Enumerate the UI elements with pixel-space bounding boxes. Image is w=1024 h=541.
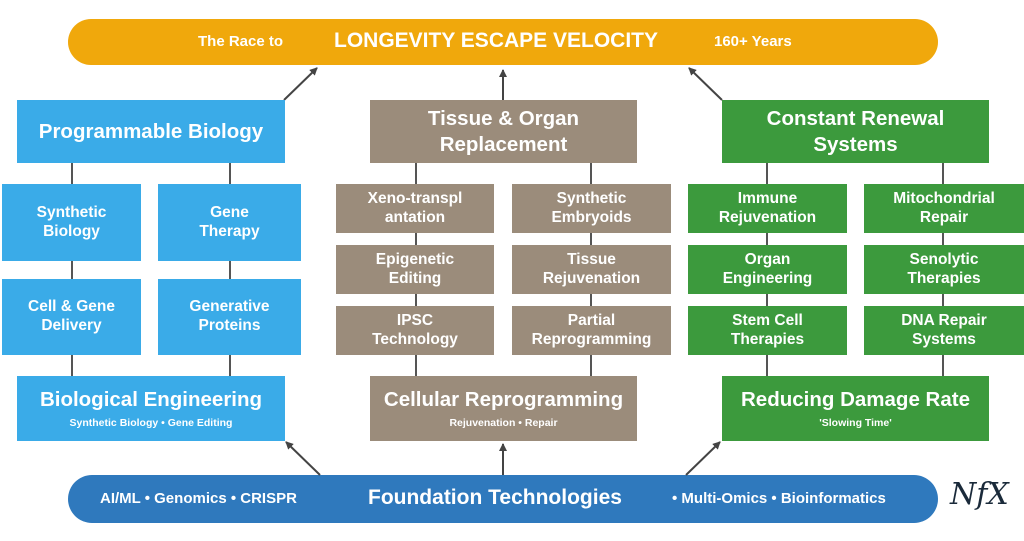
dna-repair-systems-box: DNA Repair Systems — [864, 306, 1024, 355]
constant-renewal-header: Constant Renewal Systems — [722, 100, 989, 163]
cellular-reprogramming-footer: Cellular Reprogramming Rejuvenation • Re… — [370, 376, 637, 441]
senolytic-therapies-box: Senolytic Therapies — [864, 245, 1024, 294]
xenotransplantation-box: Xeno-transplantation — [336, 184, 494, 233]
epigenetic-editing-box: Epigenetic Editing — [336, 245, 494, 294]
generative-proteins-box: Generative Proteins — [158, 279, 301, 355]
stem-cell-therapies-box: Stem Cell Therapies — [688, 306, 847, 355]
reducing-damage-rate-title: Reducing Damage Rate — [741, 387, 970, 411]
biological-engineering-subtitle: Synthetic Biology • Gene Editing — [69, 417, 233, 430]
reducing-damage-rate-footer: Reducing Damage Rate 'Slowing Time' — [722, 376, 989, 441]
top-banner-title: LONGEVITY ESCAPE VELOCITY — [334, 29, 659, 52]
tissue-rejuvenation-box: Tissue Rejuvenation — [512, 245, 671, 294]
top-banner-suffix: 160+ Years — [714, 33, 792, 50]
ipsc-technology-box: IPSC Technology — [336, 306, 494, 355]
top-banner-prefix: The Race to — [198, 33, 284, 50]
immune-rejuvenation-box: Immune Rejuvenation — [688, 184, 847, 233]
bottom-banner-left: AI/ML • Genomics • CRISPR — [100, 490, 297, 507]
organ-engineering-box: Organ Engineering — [688, 245, 847, 294]
arrow-bottom-left — [285, 441, 321, 476]
gene-therapy-box: Gene Therapy — [158, 184, 301, 261]
bottom-banner: AI/ML • Genomics • CRISPR Foundation Tec… — [68, 475, 938, 523]
biological-engineering-footer: Biological Engineering Synthetic Biology… — [17, 376, 285, 441]
connector — [229, 163, 231, 376]
arrow-right-up — [688, 67, 723, 101]
connector — [71, 163, 73, 376]
tissue-organ-header: Tissue & Organ Replacement — [370, 100, 637, 163]
cellular-reprogramming-subtitle: Rejuvenation • Repair — [449, 417, 558, 430]
bottom-banner-right: • Multi-Omics • Bioinformatics — [672, 490, 886, 507]
programmable-biology-header: Programmable Biology — [17, 100, 285, 163]
biological-engineering-title: Biological Engineering — [39, 387, 263, 411]
arrow-bottom-right — [685, 441, 721, 476]
arrow-left-up — [283, 67, 318, 101]
cellular-reprogramming-title: Cellular Reprogramming — [383, 387, 624, 411]
bottom-banner-title: Foundation Technologies — [368, 486, 622, 509]
synthetic-embryoids-box: Synthetic Embryoids — [512, 184, 671, 233]
top-banner: The Race to LONGEVITY ESCAPE VELOCITY 16… — [68, 19, 938, 65]
mitochondrial-repair-box: Mitochondrial Repair — [864, 184, 1024, 233]
partial-reprogramming-box: Partial Reprogramming — [512, 306, 671, 355]
synthetic-biology-box: Synthetic Biology — [2, 184, 141, 261]
reducing-damage-rate-subtitle: 'Slowing Time' — [819, 417, 892, 430]
nfx-logo: NfX — [950, 477, 1009, 512]
cell-gene-delivery-box: Cell & Gene Delivery — [2, 279, 141, 355]
